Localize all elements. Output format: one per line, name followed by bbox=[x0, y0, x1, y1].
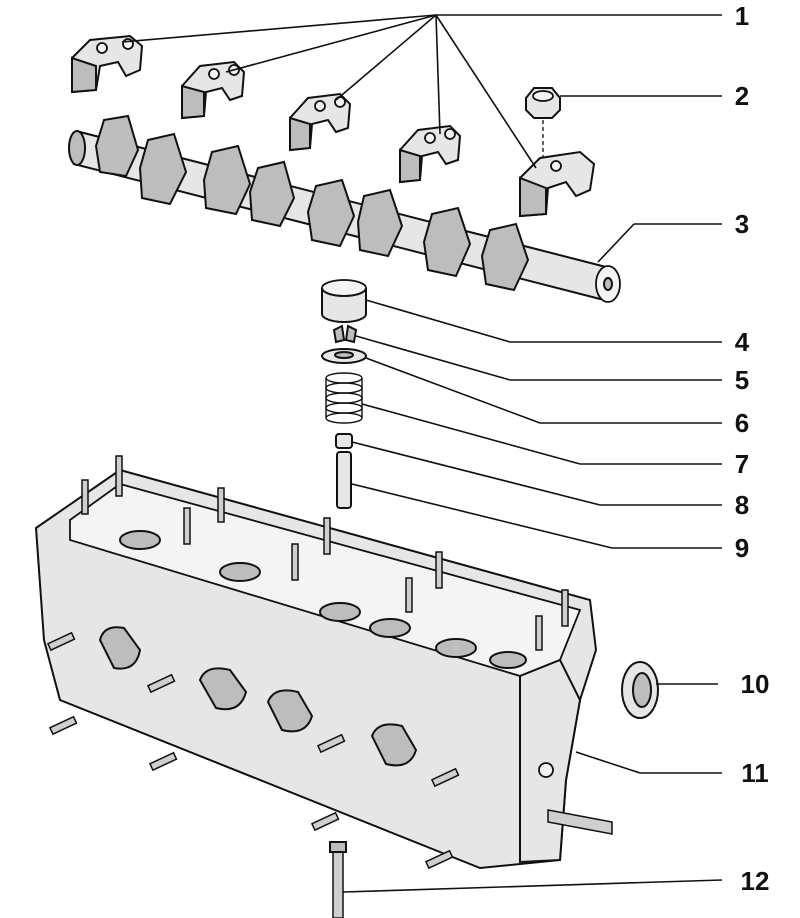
callout-9: 9 bbox=[735, 533, 749, 563]
spring-retainer bbox=[321, 348, 367, 364]
cap-nut bbox=[525, 87, 561, 158]
callout-7: 7 bbox=[735, 449, 749, 479]
callout-3: 3 bbox=[735, 209, 749, 239]
head-bolt bbox=[329, 841, 347, 918]
callout-4: 4 bbox=[735, 327, 750, 357]
camshaft bbox=[68, 114, 621, 303]
valve-guide bbox=[336, 451, 352, 509]
callout-8: 8 bbox=[735, 490, 749, 520]
leader-lines bbox=[121, 14, 723, 893]
oil-seal bbox=[621, 661, 659, 719]
bearing-cap-1 bbox=[71, 34, 144, 94]
valve-stem-seal bbox=[335, 433, 353, 449]
callout-6: 6 bbox=[735, 408, 749, 438]
callout-12: 12 bbox=[741, 866, 770, 896]
valve-spring bbox=[325, 372, 363, 424]
callout-1: 1 bbox=[735, 1, 749, 31]
valve-cotters bbox=[332, 324, 358, 344]
callout-labels: 1 2 3 4 5 6 7 8 9 10 11 12 bbox=[735, 1, 770, 896]
bearing-cap-5 bbox=[519, 150, 596, 218]
callout-11: 11 bbox=[741, 758, 769, 788]
callout-10: 10 bbox=[741, 669, 770, 699]
bearing-cap-3 bbox=[289, 92, 352, 152]
bearing-cap-4 bbox=[399, 124, 462, 184]
callout-2: 2 bbox=[735, 81, 749, 111]
cylinder-head bbox=[34, 455, 613, 870]
callout-5: 5 bbox=[735, 365, 749, 395]
bucket-tappet bbox=[321, 279, 367, 323]
